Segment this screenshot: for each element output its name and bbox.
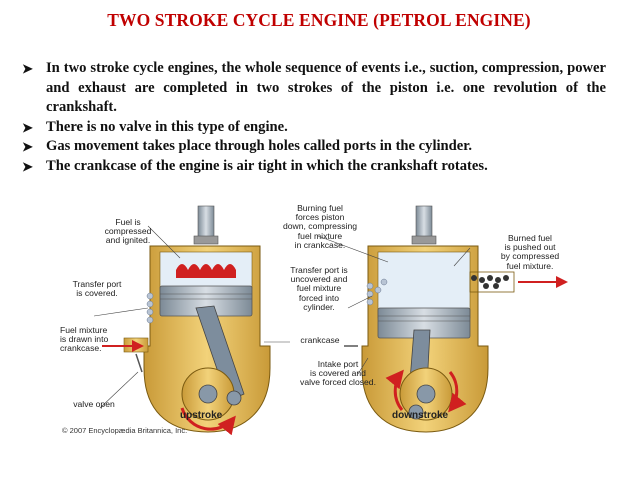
arrowhead-bullet-icon: ➤	[22, 139, 33, 155]
arrowhead-bullet-icon: ➤	[22, 158, 33, 174]
engine-illustration	[93, 205, 568, 436]
bullet-text: There is no valve in this type of engine…	[46, 118, 288, 135]
bullet-text: In two stroke cycle engines, the whole s…	[46, 60, 606, 116]
bullet-list: ➤ In two stroke cycle engines, the whole …	[22, 59, 606, 177]
bullet-text: Gas movement takes place through holes c…	[46, 138, 473, 155]
bullet-item: ➤ The crankcase of the engine is air tigh…	[22, 157, 606, 177]
slide-title: TWO STROKE CYCLE ENGINE (PETROL ENGINE)	[107, 10, 531, 30]
label-valve-open: valve open	[73, 399, 115, 409]
label-fuel-compressed: Fuel is compressed and ignited.	[104, 217, 152, 246]
label-intake-port: Intake port is covered and valve forced …	[300, 359, 376, 388]
label-transfer-uncovered: Transfer port is uncovered and fuel mixt…	[290, 265, 348, 312]
spark-plug-icon	[415, 205, 433, 241]
transfer-port-bubbles	[366, 278, 388, 306]
exhaust-port	[469, 271, 515, 293]
label-burned-fuel: Burned fuel is pushed out by compressed …	[500, 233, 560, 271]
label-transfer-covered: Transfer port is covered.	[72, 279, 122, 299]
bullet-item: ➤ There is no valve in this type of engin…	[22, 118, 606, 138]
label-fuel-mixture-drawn: Fuel mixture is drawn into crankcase.	[60, 325, 109, 354]
caption-downstroke: downstroke	[392, 410, 449, 421]
combustion-chamber	[377, 251, 471, 319]
arrowhead-bullet-icon: ➤	[22, 119, 33, 135]
reed-valve	[135, 353, 143, 373]
exhaust-particles	[471, 275, 509, 289]
bullet-text: The crankcase of the engine is air tight…	[46, 157, 488, 174]
bullet-item: ➤ In two stroke cycle engines, the whole …	[22, 59, 606, 118]
engine-diagram: Fuel is compressed and ignited. Transfer…	[58, 196, 578, 440]
rotation-arrow-icon	[180, 407, 236, 436]
copyright-notice: © 2007 Encyclopædia Britannica, Inc.	[62, 426, 188, 435]
transfer-port-bubbles	[146, 292, 154, 324]
upstroke-engine	[93, 205, 271, 436]
label-crankcase: crankcase	[300, 335, 340, 345]
rotation-arrow-icon	[385, 369, 404, 411]
label-burning-fuel: Burning fuel forces piston down, compres…	[282, 203, 358, 250]
downstroke-engine	[264, 205, 568, 433]
caption-upstroke: upstroke	[180, 410, 223, 421]
spark-plug-icon	[197, 205, 215, 241]
arrowhead-bullet-icon: ➤	[22, 61, 33, 76]
bullet-item: ➤ Gas movement takes place through holes …	[22, 137, 606, 157]
ignition-flame-icon	[176, 264, 236, 278]
